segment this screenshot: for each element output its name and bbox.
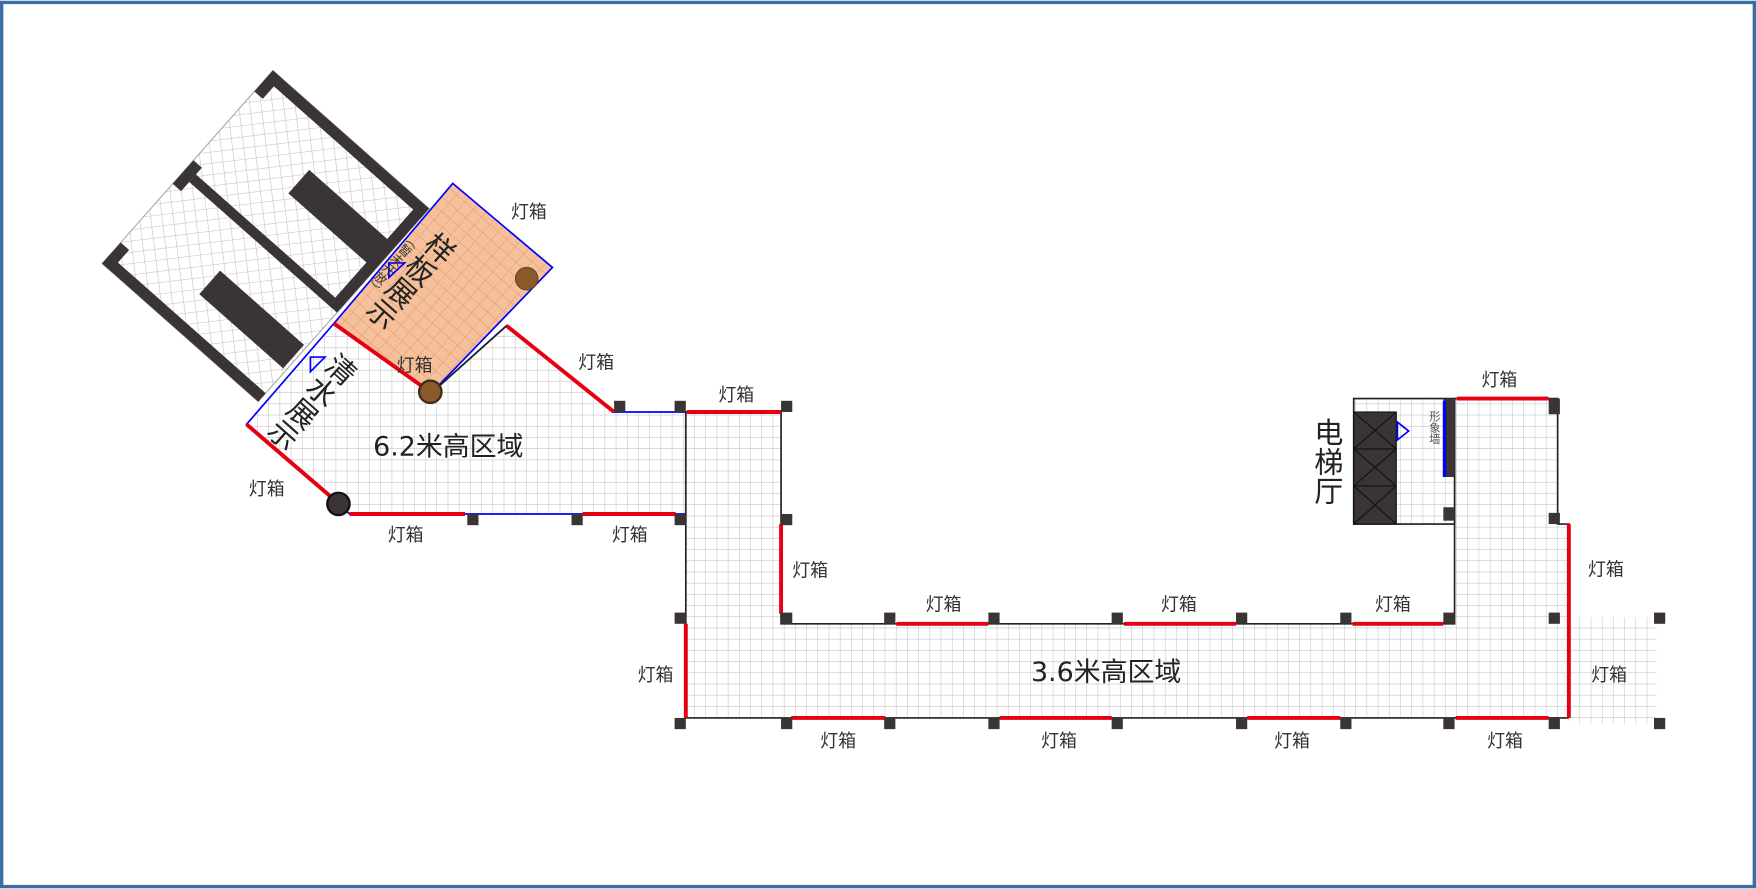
triangle-marker-icon xyxy=(1396,420,1410,442)
square-column-icon xyxy=(467,398,1666,730)
zone-6-2m-label: 6.2米高区域 xyxy=(373,432,523,463)
lightbox-label: 灯箱 xyxy=(388,525,424,546)
lightbox-label: 灯箱 xyxy=(718,385,754,406)
lightbox-label: 灯箱 xyxy=(792,561,828,582)
lightbox-label: 灯箱 xyxy=(1274,731,1310,752)
elevator-hall-label: 电梯厅 xyxy=(1310,417,1344,505)
lightbox-labels: 灯箱 灯箱 灯箱 灯箱 灯箱 灯箱 灯箱 灯箱 灯箱 灯箱 灯箱 灯箱 灯箱 灯… xyxy=(249,202,1627,752)
lightbox-label: 灯箱 xyxy=(638,665,674,686)
lightbox-label: 灯箱 xyxy=(397,356,433,377)
lightbox-label: 灯箱 xyxy=(820,731,856,752)
lightbox-label: 灯箱 xyxy=(1487,731,1523,752)
lightbox-label: 灯箱 xyxy=(1041,731,1077,752)
lightbox-label: 灯箱 xyxy=(1481,370,1517,391)
lightbox-label: 灯箱 xyxy=(612,525,648,546)
image-wall-label: 形象墙 xyxy=(1428,411,1441,445)
lightbox-label: 灯箱 xyxy=(926,594,962,615)
rotated-building xyxy=(101,69,430,403)
lightbox-label: 灯箱 xyxy=(511,202,547,223)
lightbox-label: 灯箱 xyxy=(1588,560,1624,581)
lightbox-label: 灯箱 xyxy=(578,352,614,373)
lightbox-label: 灯箱 xyxy=(1591,665,1627,686)
triangle-marker-icon xyxy=(309,356,328,374)
lightbox-lines xyxy=(245,321,1571,720)
lightbox-label: 灯箱 xyxy=(249,479,285,500)
lightbox-label: 灯箱 xyxy=(1161,594,1197,615)
round-pillar-icon xyxy=(514,266,539,291)
lightbox-label: 灯箱 xyxy=(1375,594,1411,615)
extension-area xyxy=(1568,617,1657,724)
triangle-marker-icon xyxy=(388,262,407,280)
zone-3-6m-label: 3.6米高区域 xyxy=(1031,657,1181,688)
elevator-shafts xyxy=(1353,411,1397,525)
round-pillar-icon xyxy=(326,491,351,517)
round-pillar-icon xyxy=(417,379,443,405)
